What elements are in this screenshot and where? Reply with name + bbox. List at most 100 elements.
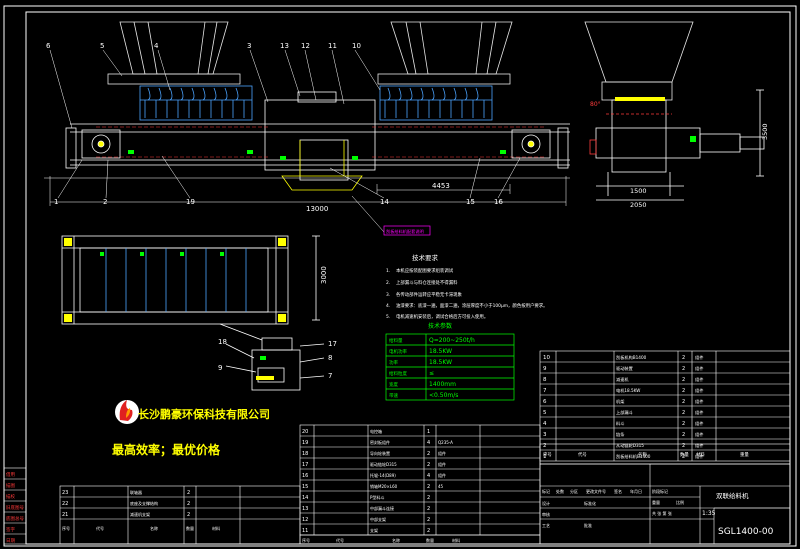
param-key: 带速 — [389, 393, 398, 399]
company-slogan: 最高效率；最优价格 — [112, 442, 221, 457]
bom-mid-table: 20 19 18 17 16 15 14 13 12 11 电控箱 密封板组件 … — [299, 424, 541, 536]
bom-qty: 2 — [187, 512, 190, 518]
bom-num: 12 — [302, 517, 308, 523]
req-text: 油漆要求：底漆一遍，面漆二遍，涂层厚度不小于100μm，颜色按用户要求。 — [396, 302, 548, 309]
side-label: 日期 — [6, 538, 15, 544]
bom-material: 组件 — [438, 461, 446, 467]
param-key: 给料量 — [389, 337, 403, 344]
header-cell: 材料 — [452, 537, 460, 543]
company-logo-icon — [115, 400, 139, 424]
bom-num: 18 — [302, 451, 308, 457]
bom-num: 16 — [302, 473, 308, 479]
plan-view: 3000 — [61, 235, 328, 341]
title-block: 标记 处数 分区 更改文件号 签名 年月日 设计 标准化 审核 工艺 批准 阶段… — [539, 463, 791, 545]
bom-num: 22 — [62, 501, 68, 507]
balloon-label: 6 — [46, 42, 51, 50]
header-cell: 数量 — [186, 525, 194, 531]
right-scraper-conveyor — [379, 85, 493, 121]
bom-num: 21 — [62, 512, 68, 518]
bom-qty: 2 — [682, 388, 685, 394]
bom-num: 13 — [302, 506, 308, 512]
bom-name: 中部支架 — [370, 516, 386, 522]
bom-name: 托辊-14(D89) — [370, 472, 396, 478]
header-cell: 序号 — [302, 537, 310, 543]
dim-side-height: 3500 — [761, 123, 769, 140]
header-cell: 名称 — [638, 451, 647, 458]
bom-name: 驱动链轮D315 — [370, 461, 397, 467]
bom-name: 联轴器 — [130, 489, 142, 495]
bom-num: 4 — [543, 421, 547, 427]
balloon-label: 3 — [247, 42, 251, 50]
balloon-label: 13 — [280, 42, 289, 50]
param-key: 电机功率 — [389, 348, 407, 355]
req-num: 5. — [386, 314, 390, 320]
bom-qty: 1 — [427, 429, 430, 435]
balloon-label: 10 — [352, 42, 361, 50]
side-column: 借用 描图 描校 旧底图号 底图总号 签字 日期 — [3, 467, 27, 545]
bom-qty: 2 — [187, 501, 190, 507]
side-label: 描图 — [6, 482, 15, 489]
bom-num: 19 — [302, 440, 308, 446]
bom-material: 组件 — [438, 472, 446, 478]
bom-material: 组件 — [695, 453, 703, 460]
bom-num: 2 — [543, 443, 547, 449]
bom-num: 7 — [543, 388, 547, 394]
title-role: 审核 — [542, 511, 550, 517]
dim-front-total: 13000 — [306, 205, 328, 213]
bom-material: 组件 — [695, 398, 703, 405]
req-text: 各传动部件运转应平稳无卡滞现象 — [396, 291, 462, 298]
param-value: <0.50m/s — [429, 392, 458, 399]
params-heading: 技术参数 — [428, 322, 452, 330]
left-scraper-conveyor — [139, 85, 253, 121]
header-cell: 重量 — [740, 451, 749, 458]
bom-qty: 2 — [682, 432, 685, 438]
annotation-box — [383, 225, 431, 236]
left-sprocket — [81, 129, 121, 159]
bom-num: 1 — [543, 454, 547, 460]
bom-qty: 2 — [427, 528, 430, 534]
bom-qty: 2 — [427, 495, 430, 501]
sheet-border — [3, 5, 797, 547]
bom-material: 组件 — [695, 354, 703, 361]
bom-qty: 2 — [682, 421, 685, 427]
bom-material: 组件 — [695, 420, 703, 427]
bom-right-table: 10 9 8 7 6 5 4 3 2 1 刮板机构B1400 驱动装置 减速机 … — [539, 350, 791, 462]
bom-material: 组件 — [438, 450, 446, 456]
balloon-label: 2 — [103, 198, 107, 206]
param-value: 18.5KW — [429, 348, 452, 355]
bom-material: 组件 — [695, 387, 703, 394]
bom-name: 中部漏斗连接 — [370, 505, 394, 511]
drawing-scale: 1:35 — [702, 510, 716, 517]
header-cell: 名称 — [150, 525, 158, 531]
chain-hidden-lines — [96, 126, 546, 158]
center-chute — [281, 140, 363, 191]
header-cell: 序号 — [543, 451, 552, 458]
side-label: 底图总号 — [6, 515, 24, 522]
bom-qty: 2 — [682, 410, 685, 416]
title-weight: 重量 — [652, 499, 660, 505]
bom-name: 驱动装置 — [616, 365, 633, 372]
dim-side-width-outer: 2050 — [630, 201, 647, 209]
param-value: 18.5KW — [429, 359, 452, 366]
title-label: 分区 — [570, 488, 578, 494]
detail-balloon: 7 — [328, 372, 332, 380]
bom-name: 机架 — [616, 398, 624, 405]
front-view: 13000 4453 刮板给料机配套说明 6 5 4 3 13 — [44, 21, 570, 236]
req-text: 本机应按装配图要求组装调试 — [396, 267, 454, 274]
bom-name: 导向轮装置 — [370, 450, 390, 456]
detail-balloon: 18 — [218, 338, 227, 346]
bom-qty: 4 — [427, 440, 430, 446]
param-key: 给料粒度 — [389, 370, 407, 377]
front-dimensions — [44, 176, 570, 233]
dim-angle: 80° — [590, 101, 601, 108]
bom-material: 组件 — [695, 365, 703, 372]
header-cell: 名称 — [392, 537, 400, 543]
bom-name: P型料斗 — [370, 494, 384, 500]
balloon-label: 4 — [154, 42, 159, 50]
bom-qty: 2 — [682, 355, 685, 361]
green-details — [128, 150, 506, 160]
header-cell: 代号 — [96, 525, 104, 531]
bom-qty: 2 — [682, 454, 685, 460]
bom-qty: 2 — [427, 506, 430, 512]
title-sheet: 共 张 第 张 — [652, 510, 672, 516]
